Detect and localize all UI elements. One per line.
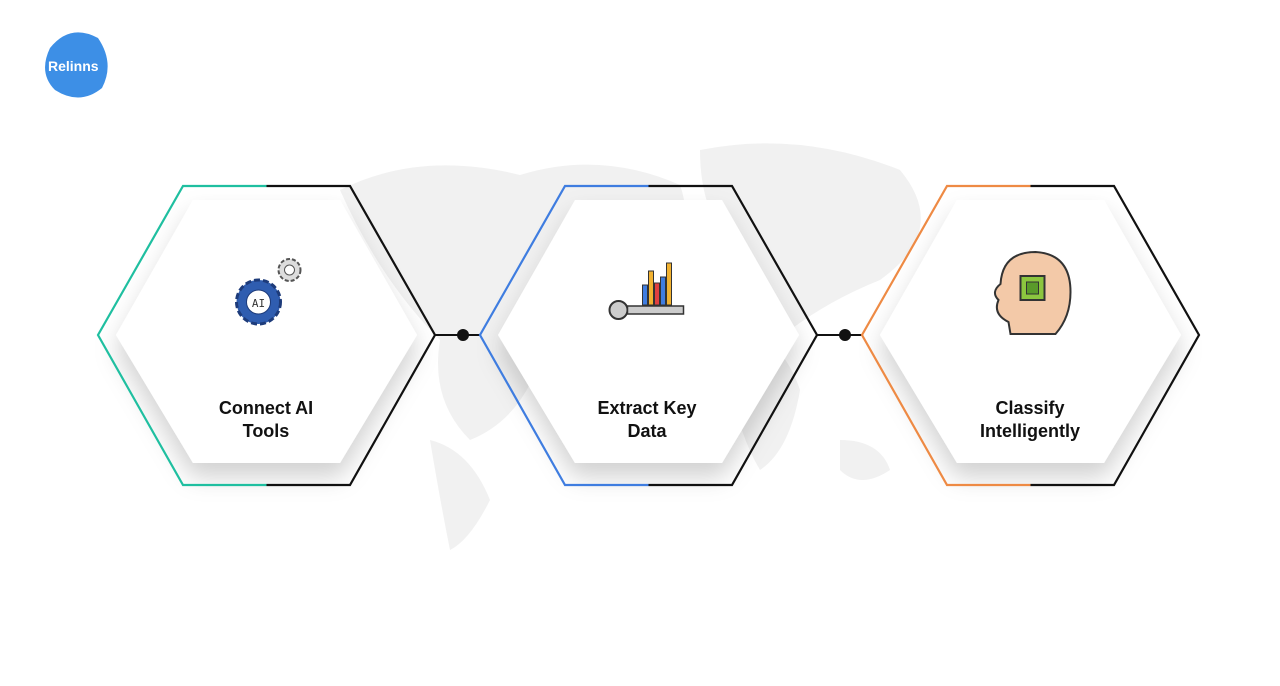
hexagon-dark-border xyxy=(1030,184,1201,487)
hexagon-accent-border xyxy=(478,184,649,487)
step-1-hexagon: AI xyxy=(96,184,437,487)
step-2-hexagon xyxy=(478,184,819,487)
relinns-logo xyxy=(40,28,110,105)
ai-gear-icon: AI xyxy=(235,258,302,326)
hexagon-accent-border xyxy=(860,184,1031,487)
connector-dot xyxy=(839,329,851,341)
hexagon-fill xyxy=(116,200,417,463)
step-3-hexagon xyxy=(860,184,1201,487)
hexagon-fill xyxy=(498,200,799,463)
head-chip-icon xyxy=(994,250,1072,335)
logo-name: Relinns xyxy=(48,58,99,74)
key-bar-chart-icon xyxy=(608,262,685,320)
connector-dot xyxy=(457,329,469,341)
svg-text:AI: AI xyxy=(252,297,265,310)
hexagon-accent-border xyxy=(96,184,267,487)
